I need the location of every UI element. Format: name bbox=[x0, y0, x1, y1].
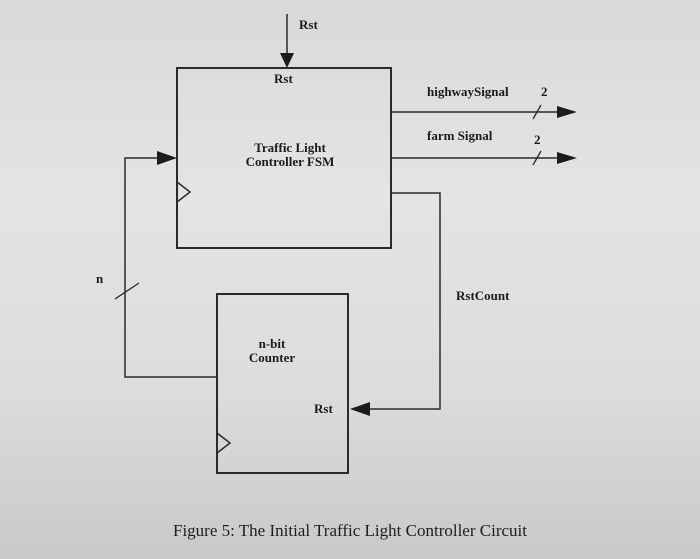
counter-clock-indicator bbox=[216, 432, 232, 454]
highway-signal-width: 2 bbox=[541, 84, 548, 99]
rst-count-line bbox=[368, 192, 441, 410]
fsm-title-line1: Traffic Light bbox=[254, 140, 326, 155]
fsm-title: Traffic Light Controller FSM bbox=[215, 140, 365, 170]
farm-bus-slash bbox=[532, 150, 542, 166]
farm-signal-label: farm Signal bbox=[427, 128, 493, 143]
farm-signal-arrowhead bbox=[557, 152, 577, 164]
rst-input-arrowhead bbox=[280, 53, 294, 68]
highway-bus-slash bbox=[532, 104, 542, 120]
counter-block bbox=[216, 293, 349, 474]
fsm-clock-indicator bbox=[176, 181, 192, 203]
bus-width-label: n bbox=[96, 271, 104, 286]
farm-signal-width: 2 bbox=[534, 132, 541, 147]
highway-signal-label: highwaySignal bbox=[427, 84, 509, 99]
fsm-title-line2: Controller FSM bbox=[245, 154, 335, 170]
highway-signal-arrowhead bbox=[557, 106, 577, 118]
counter-feedback-arrowhead bbox=[157, 151, 177, 165]
figure-caption: Figure 5: The Initial Traffic Light Cont… bbox=[173, 521, 527, 540]
n-bus-slash bbox=[114, 282, 140, 300]
counter-title-line2: Counter bbox=[248, 350, 296, 366]
fsm-rst-port-label: Rst bbox=[274, 71, 293, 86]
counter-feedback-line bbox=[124, 157, 217, 378]
counter-rst-port-label: Rst bbox=[314, 401, 333, 416]
rst-input-label: Rst bbox=[299, 17, 318, 32]
counter-title: n-bit Counter bbox=[237, 336, 307, 366]
rst-count-label: RstCount bbox=[456, 288, 510, 303]
rst-count-arrowhead bbox=[350, 402, 370, 416]
counter-title-line1: n-bit bbox=[258, 336, 286, 351]
